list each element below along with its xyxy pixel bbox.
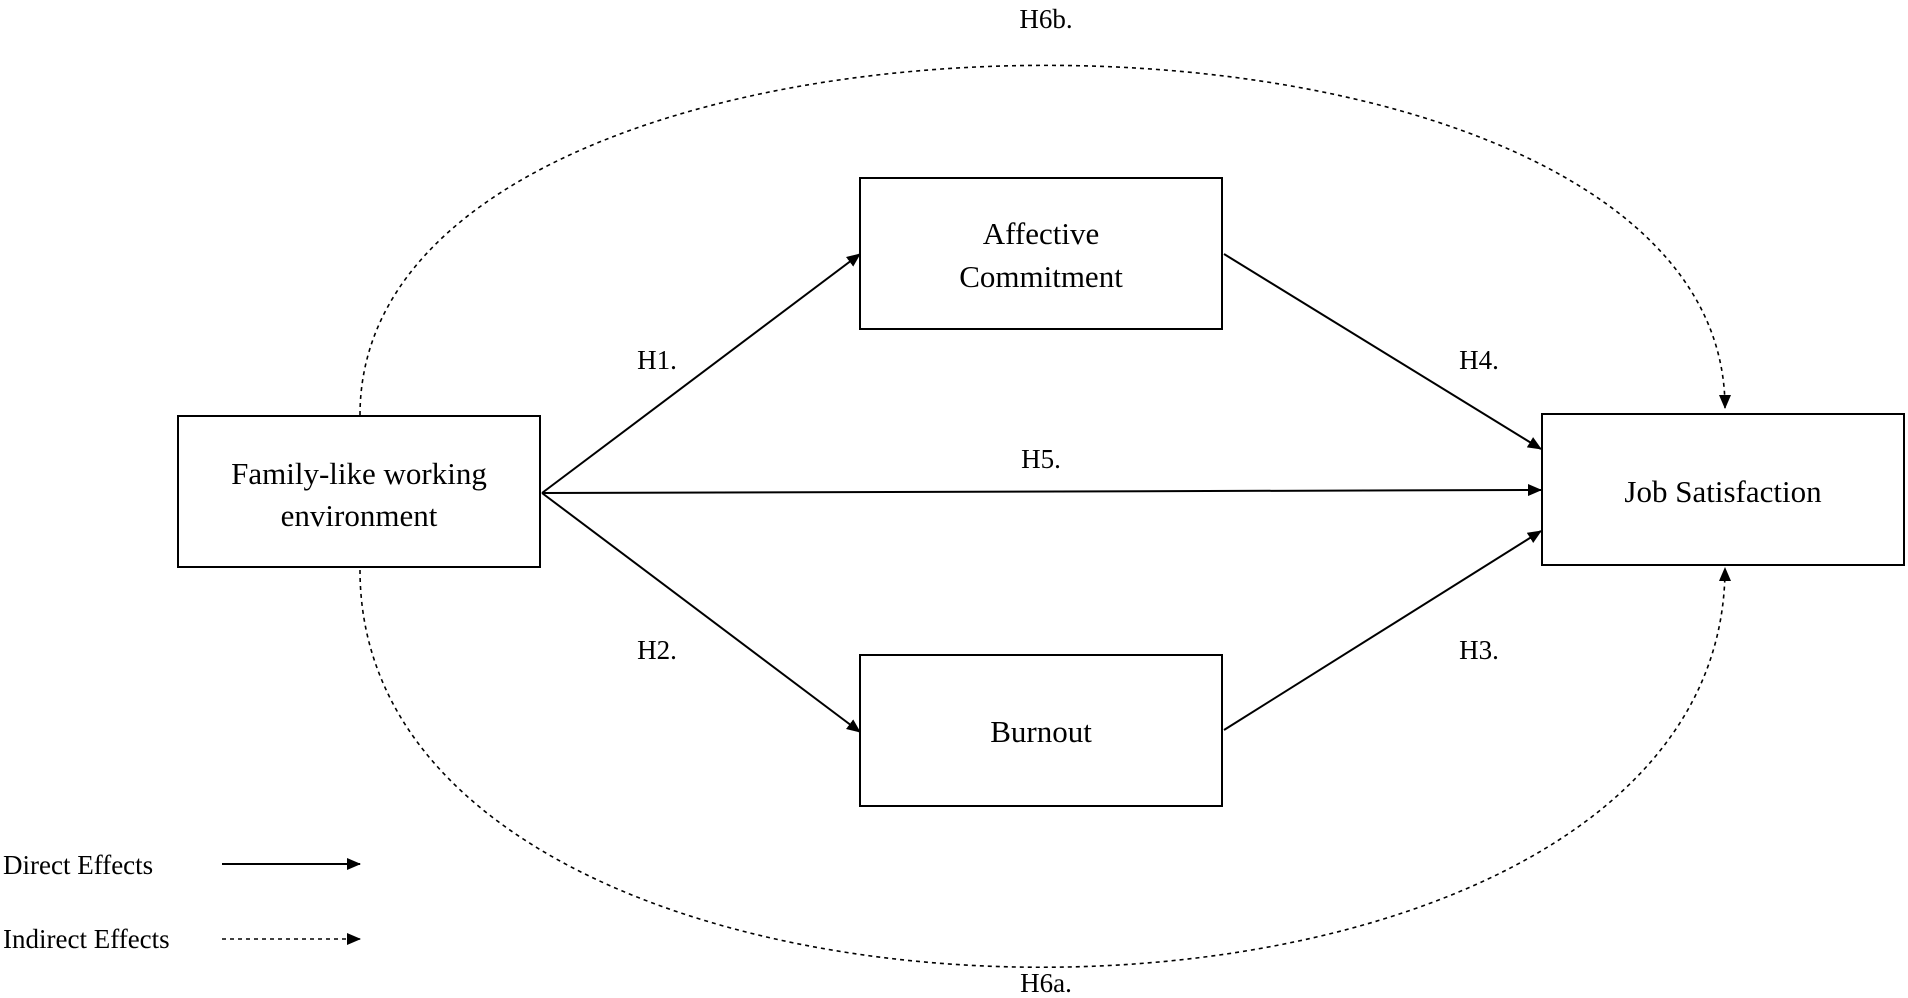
box-affective-line1: Affective xyxy=(983,216,1099,251)
label-h5: H5. xyxy=(1021,444,1061,474)
label-h4: H4. xyxy=(1459,345,1499,375)
box-burnout: Burnout xyxy=(859,654,1223,807)
box-family-line1: Family-like working xyxy=(231,456,487,491)
arrow-h5 xyxy=(541,484,1542,497)
indirect-arc-h6a xyxy=(359,567,1731,969)
box-burnout-label: Burnout xyxy=(990,714,1092,749)
arrow-h1 xyxy=(541,253,861,494)
box-affective-commitment: Affective Commitment xyxy=(859,177,1223,330)
arrow-h2 xyxy=(541,492,861,733)
label-h3: H3. xyxy=(1459,635,1499,665)
label-h6b: H6b. xyxy=(1019,4,1072,34)
label-h6a: H6a. xyxy=(1020,968,1072,998)
box-job-label: Job Satisfaction xyxy=(1624,474,1822,509)
legend-direct-label: Direct Effects xyxy=(3,850,153,880)
box-family-line2: environment xyxy=(281,498,438,533)
label-h2: H2. xyxy=(637,635,677,665)
arrow-h3 xyxy=(1223,530,1542,731)
arrow-h4 xyxy=(1223,253,1542,450)
box-affective-line2: Commitment xyxy=(959,259,1123,294)
label-h1: H1. xyxy=(637,345,677,375)
box-job-satisfaction: Job Satisfaction xyxy=(1541,413,1905,566)
legend: Direct Effects Indirect Effects xyxy=(3,850,361,954)
legend-indirect-label: Indirect Effects xyxy=(3,924,170,954)
box-family-like-working-environment: Family-like working environment xyxy=(177,415,541,568)
